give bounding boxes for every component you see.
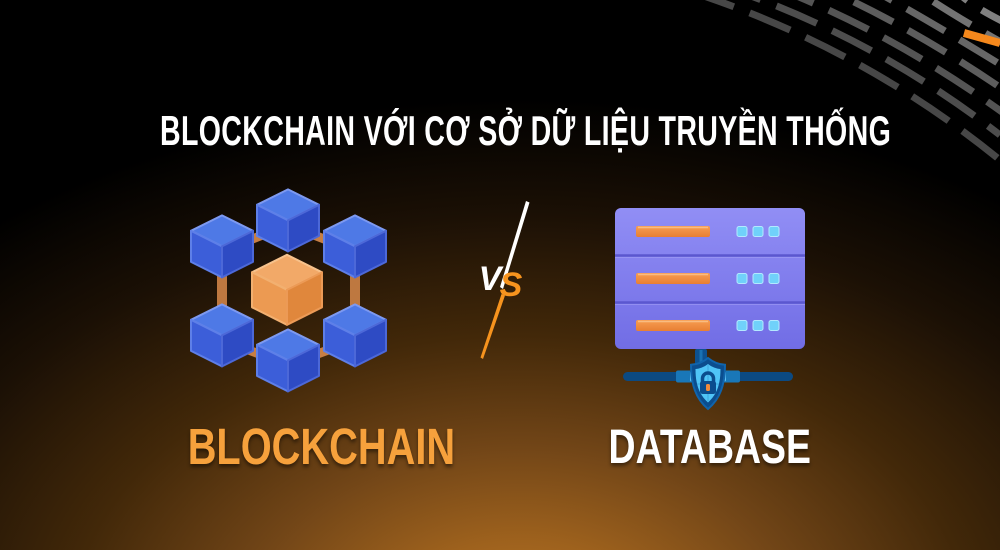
page-title: BLOCKCHAIN VỚI CƠ SỞ DỮ LIỆU TRUYỀN THỐN… <box>160 107 892 155</box>
server-drive-bars <box>636 226 710 331</box>
cube-lower-right <box>323 303 387 368</box>
vs-letter-s: S <box>500 266 523 304</box>
database-label: DATABASE <box>608 421 812 474</box>
lock-keyhole <box>706 384 710 391</box>
cube-center-orange <box>251 253 323 326</box>
vs-slash-orange <box>480 294 505 359</box>
cube-top <box>256 188 320 253</box>
shield-lock-icon <box>689 356 727 411</box>
cube-upper-right <box>323 214 387 279</box>
vs-slash-white <box>500 201 530 289</box>
blockchain-label: BLOCKCHAIN <box>187 418 456 475</box>
cube-lower-left <box>190 303 254 368</box>
cube-bottom <box>256 328 320 393</box>
blockchain-3d-cubes-icon <box>190 188 387 393</box>
vs-divider: V S <box>479 201 530 359</box>
vs-letter-v: V <box>479 260 505 298</box>
cube-upper-left <box>190 214 254 279</box>
dashed-arcs-pattern-icon <box>704 0 1000 163</box>
database-server-shield-icon <box>615 208 805 411</box>
accent-orange-dash <box>962 29 1000 47</box>
server-indicator-lights <box>736 226 780 331</box>
